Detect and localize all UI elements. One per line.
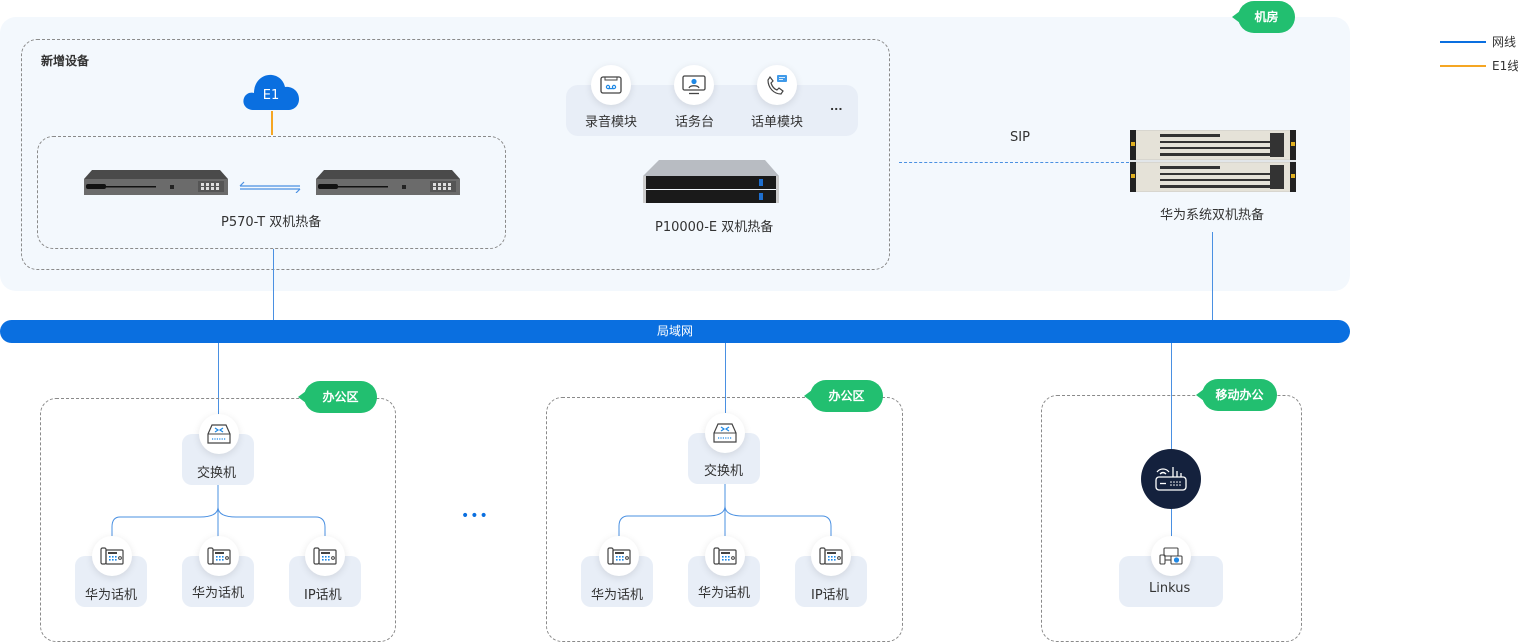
office1-phone-1-label: 华为话机 — [85, 588, 138, 603]
linkus-label: Linkus — [1149, 581, 1191, 596]
router-icon — [1155, 467, 1187, 491]
module-recorder[interactable] — [591, 65, 631, 105]
desk-phone-icon — [607, 547, 631, 565]
office1-phone-2-label: 华为话机 — [192, 586, 245, 601]
office1-phone-2[interactable] — [199, 536, 239, 576]
legend: 网线 E1线 — [1440, 32, 1518, 76]
desk-phone-icon — [207, 547, 231, 565]
legend-e1-line — [1440, 65, 1486, 67]
office1-switch-label: 交换机 — [197, 466, 237, 481]
p570-box — [37, 136, 506, 249]
module-recorder-label: 录音模块 — [585, 115, 638, 130]
new-devices-box — [21, 39, 890, 270]
office2-switch[interactable] — [705, 413, 745, 453]
office1-phone-3[interactable] — [305, 536, 345, 576]
switch-icon — [207, 424, 231, 444]
module-call-record-label: 话单模块 — [751, 115, 804, 130]
p570-device-primary — [84, 170, 228, 196]
p10000-device — [643, 160, 779, 204]
p10000-label: P10000-E 双机热备 — [655, 220, 774, 235]
huawei-system-label: 华为系统双机热备 — [1160, 208, 1265, 223]
e1-cloud-label: E1 — [262, 88, 280, 103]
e1-cloud: E1 — [242, 72, 300, 112]
sip-line — [899, 162, 1129, 163]
lan-bus: 局域网 — [0, 320, 1350, 343]
mobile-lan-link — [1171, 343, 1172, 453]
ip-phone-icon — [819, 547, 843, 565]
desk-phone-icon — [100, 547, 124, 565]
router[interactable] — [1141, 449, 1201, 509]
p570-lan-link — [273, 249, 274, 321]
legend-network-label: 网线 — [1492, 35, 1517, 49]
e1-line — [271, 111, 273, 135]
machine-room-zone — [0, 17, 1350, 291]
office2-phone-2[interactable] — [705, 536, 745, 576]
console-icon — [682, 75, 706, 95]
ip-phone-icon — [313, 547, 337, 565]
modules-more[interactable]: ... — [830, 100, 843, 113]
call-record-icon — [767, 75, 787, 95]
machine-room-tag: 机房 — [1232, 1, 1295, 33]
office2-phone-1-label: 华为话机 — [591, 588, 644, 603]
office-zone-1-tag: 办公区 — [298, 381, 377, 413]
office2-phone-1[interactable] — [599, 536, 639, 576]
office2-phone-3-label: IP话机 — [811, 588, 849, 603]
recorder-icon — [600, 76, 622, 94]
module-console-label: 话务台 — [675, 115, 715, 130]
office-zone-1 — [40, 398, 396, 642]
mobile-office-tag: 移动办公 — [1196, 379, 1277, 411]
office1-tree-links — [111, 485, 326, 540]
module-call-record[interactable] — [757, 65, 797, 105]
module-console[interactable] — [674, 65, 714, 105]
office2-phone-3[interactable] — [811, 536, 851, 576]
office2-switch-label: 交换机 — [704, 464, 744, 479]
desk-phone-icon — [713, 547, 737, 565]
hot-standby-sync-icon — [238, 178, 302, 194]
office-zone-2 — [546, 397, 903, 642]
office1-phone-1[interactable] — [92, 536, 132, 576]
office2-phone-2-label: 华为话机 — [698, 586, 751, 601]
sip-label: SIP — [1010, 130, 1030, 145]
legend-network-line — [1440, 41, 1486, 43]
office2-lan-link — [725, 343, 726, 413]
p570-label: P570-T 双机热备 — [221, 215, 322, 230]
switch-icon — [713, 423, 737, 443]
huawei-system-device — [1129, 129, 1297, 193]
office1-lan-link — [218, 343, 219, 415]
multi-device-icon — [1159, 547, 1183, 565]
office1-switch[interactable] — [199, 414, 239, 454]
office-zone-2-tag: 办公区 — [804, 380, 883, 412]
office1-phone-3-label: IP话机 — [304, 588, 342, 603]
office2-tree-links — [618, 484, 832, 539]
linkus-client[interactable] — [1151, 536, 1191, 576]
p570-device-backup — [316, 170, 460, 196]
huawei-lan-link — [1212, 232, 1213, 321]
new-devices-title: 新增设备 — [41, 54, 90, 68]
mobile-office-zone — [1041, 395, 1302, 642]
router-client-link — [1171, 509, 1172, 537]
cloud-icon — [243, 74, 299, 110]
more-offices-ellipsis: ••• — [461, 508, 489, 524]
legend-e1-label: E1线 — [1492, 59, 1518, 73]
